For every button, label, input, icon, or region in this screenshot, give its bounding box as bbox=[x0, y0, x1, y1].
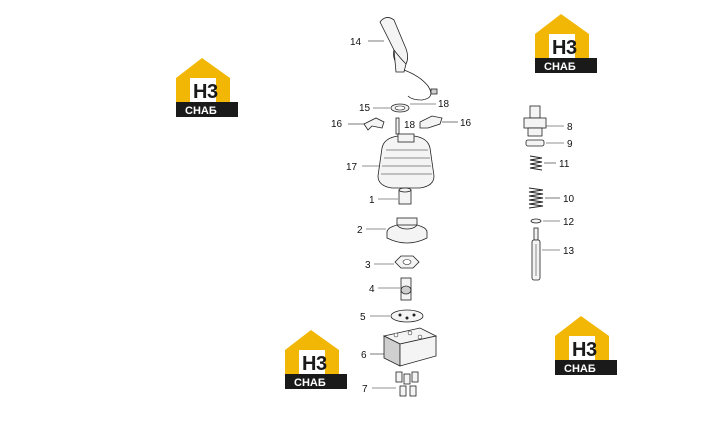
svg-text:СНАБ: СНАБ bbox=[294, 377, 326, 389]
part-16-clip-right bbox=[419, 115, 443, 129]
brand-logo-top-right: H 3 СНАБ bbox=[535, 14, 597, 73]
callout-16-right: 16 bbox=[460, 118, 472, 129]
brand-logo-bottom-right: H 3 СНАБ bbox=[555, 316, 617, 375]
part-8-plunger-cap bbox=[523, 105, 547, 137]
svg-text:H: H bbox=[302, 353, 316, 375]
part-17-bellows-housing bbox=[377, 133, 435, 189]
part-4-pivot bbox=[400, 277, 412, 301]
callout-6: 6 bbox=[361, 350, 367, 361]
callout-3: 3 bbox=[365, 260, 371, 271]
callout-12: 12 bbox=[563, 217, 575, 228]
callout-8: 8 bbox=[567, 122, 573, 133]
part-1-nut bbox=[398, 187, 412, 205]
svg-text:3: 3 bbox=[566, 37, 577, 59]
svg-text:3: 3 bbox=[586, 339, 597, 361]
svg-text:H: H bbox=[572, 339, 586, 361]
svg-text:СНАБ: СНАБ bbox=[564, 363, 596, 375]
part-11-spring bbox=[529, 155, 543, 171]
part-5-gasket bbox=[390, 309, 424, 323]
callout-2: 2 bbox=[357, 225, 363, 236]
callout-4: 4 bbox=[369, 284, 375, 295]
svg-text:3: 3 bbox=[207, 81, 218, 103]
callout-18-mid: 18 bbox=[404, 120, 416, 131]
callout-10: 10 bbox=[563, 194, 575, 205]
callout-11: 11 bbox=[559, 159, 570, 170]
part-9-bushing bbox=[525, 139, 545, 147]
part-15-ring bbox=[390, 103, 410, 113]
part-3-hex-nut bbox=[394, 255, 420, 269]
callout-18-top: 18 bbox=[438, 99, 450, 110]
part-2-cover-plate bbox=[386, 217, 428, 244]
svg-text:СНАБ: СНАБ bbox=[544, 61, 576, 73]
brand-logo-bottom-left: H 3 СНАБ bbox=[285, 330, 347, 389]
brand-logo-left: H 3 СНАБ bbox=[176, 58, 238, 117]
svg-text:H: H bbox=[552, 37, 566, 59]
part-12-washer bbox=[530, 218, 542, 224]
svg-text:3: 3 bbox=[316, 353, 327, 375]
callout-9: 9 bbox=[567, 139, 573, 150]
callout-13: 13 bbox=[563, 246, 575, 257]
callout-7: 7 bbox=[362, 384, 368, 395]
svg-text:H: H bbox=[193, 81, 207, 103]
svg-text:СНАБ: СНАБ bbox=[185, 105, 217, 117]
part-7-fittings bbox=[395, 371, 419, 397]
callout-15: 15 bbox=[359, 103, 371, 114]
callout-17: 17 bbox=[346, 162, 358, 173]
part-14-joystick-handle bbox=[379, 17, 438, 101]
part-10-spring bbox=[528, 187, 544, 209]
callout-5: 5 bbox=[360, 312, 366, 323]
part-18-pin bbox=[395, 117, 400, 135]
callout-16-left: 16 bbox=[331, 119, 343, 130]
callout-1: 1 bbox=[369, 195, 375, 206]
callout-14: 14 bbox=[350, 37, 362, 48]
part-13-plunger-rod bbox=[531, 227, 541, 281]
part-6-valve-body bbox=[382, 327, 438, 367]
part-16-clip-left bbox=[363, 117, 385, 131]
